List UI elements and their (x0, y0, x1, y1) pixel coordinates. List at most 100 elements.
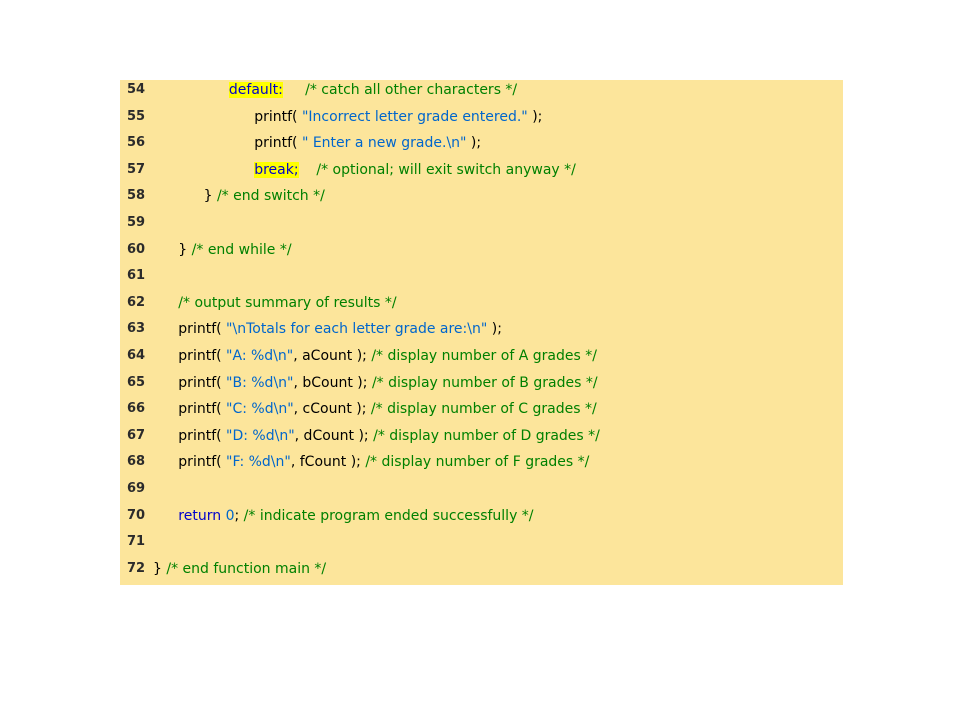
line-number: 58 (127, 188, 146, 204)
code-text: printf( "F: %d\n", fCount ); /* display … (178, 453, 589, 471)
code-token-string: "Incorrect letter grade entered." (301, 108, 528, 125)
code-token-plain: } (203, 188, 217, 205)
code-line: 65 printf( "B: %d\n", bCount ); /* displa… (120, 374, 843, 400)
code-text: printf( " Enter a new grade.\n" ); (254, 134, 481, 152)
code-line: 55 printf( "Incorrect letter grade entere… (120, 108, 843, 134)
line-number: 69 (127, 481, 146, 496)
code-line: 63 printf( "\nTotals for each letter grad… (120, 320, 843, 346)
code-token-plain: ); (466, 135, 482, 152)
code-line: 69 (120, 480, 843, 506)
line-number: 55 (127, 108, 146, 124)
code-token-keyword: return (178, 507, 222, 524)
line-number: 68 (127, 454, 146, 470)
code-token-plain: printf( (178, 348, 227, 364)
code-text: } /* end while */ (178, 241, 291, 259)
code-line: 60} /* end while */ (120, 241, 843, 267)
code-token-comment: /* end switch */ (216, 188, 325, 205)
code-listing-panel: 54 default: /* catch all other characters… (120, 80, 843, 585)
line-number: 54 (127, 82, 146, 97)
code-token-hl-keyword: break; (254, 161, 299, 178)
code-token-comment: /* indicate program ended successfully *… (243, 507, 534, 524)
line-number: 63 (127, 321, 146, 337)
code-token-string: "B: %d\n" (226, 374, 294, 391)
code-text: printf( "D: %d\n", dCount ); /* display … (178, 427, 600, 445)
code-text: printf( "C: %d\n", cCount ); /* display … (178, 400, 596, 418)
line-number: 62 (127, 294, 146, 310)
code-token-number: 0 (225, 507, 235, 524)
code-token-plain: printf( (178, 374, 227, 391)
code-text: } /* end function main */ (153, 560, 326, 578)
line-number: 67 (127, 427, 146, 443)
line-number: 61 (127, 268, 146, 284)
code-token-plain: printf( (178, 454, 227, 471)
code-token-plain: , cCount ); (293, 401, 371, 418)
code-text: return 0; /* indicate program ended succ… (178, 507, 533, 525)
code-line: 72} /* end function main */ (120, 560, 843, 586)
code-line: 61 (120, 267, 843, 293)
code-line: 64 printf( "A: %d\n", aCount ); /* displa… (120, 347, 843, 373)
code-token-string: "\nTotals for each letter grade are:\n" (226, 321, 488, 338)
code-token-plain: printf( (178, 321, 227, 338)
code-token-plain (299, 162, 317, 178)
code-line: 58} /* end switch */ (120, 187, 843, 213)
code-line: 59 (120, 214, 843, 240)
code-token-comment: /* end function main */ (166, 560, 327, 577)
code-token-plain: ; (234, 507, 244, 524)
code-token-comment: /* display number of B grades */ (371, 374, 598, 391)
code-token-plain: printf( (254, 135, 302, 152)
code-token-plain: } (178, 241, 192, 258)
code-text: } /* end switch */ (204, 187, 325, 205)
code-token-hl-keyword: default: (228, 82, 283, 98)
code-line: 70 return 0; /* indicate program ended su… (120, 507, 843, 533)
code-token-plain: printf( (254, 108, 302, 125)
code-line: 62 /* output summary of results */ (120, 294, 843, 320)
code-token-comment: /* catch all other characters */ (305, 82, 518, 98)
code-text: printf( "A: %d\n", aCount ); /* display … (178, 347, 597, 365)
code-token-comment: /* display number of A grades */ (371, 348, 597, 364)
code-token-comment: /* end while */ (191, 241, 292, 258)
line-number: 70 (127, 507, 146, 523)
code-token-comment: /* display number of F grades */ (365, 454, 590, 471)
code-token-string: "A: %d\n" (226, 348, 294, 364)
code-token-comment: /* display number of D grades */ (373, 427, 600, 444)
code-token-plain: printf( (178, 401, 227, 418)
code-token-plain: ); (487, 321, 502, 338)
code-token-string: " Enter a new grade.\n" (301, 135, 467, 152)
code-line: 54 default: /* catch all other characters… (120, 81, 843, 107)
code-line: 56 printf( " Enter a new grade.\n" ); (120, 134, 843, 160)
line-number: 57 (127, 161, 146, 177)
code-line: 57 break; /* optional; will exit switch a… (120, 161, 843, 187)
code-token-plain: printf( (178, 427, 227, 444)
code-token-string: "F: %d\n" (226, 454, 291, 471)
code-token-plain (283, 82, 305, 98)
code-text: printf( "Incorrect letter grade entered.… (254, 108, 542, 126)
code-token-plain: , bCount ); (293, 374, 372, 391)
line-number: 71 (127, 534, 146, 550)
code-token-comment: /* output summary of results */ (178, 294, 397, 311)
line-number: 64 (127, 348, 146, 363)
code-text: printf( "\nTotals for each letter grade … (178, 320, 502, 338)
line-number: 72 (127, 560, 146, 576)
code-token-string: "C: %d\n" (226, 401, 294, 418)
code-text: default: /* catch all other characters *… (228, 81, 518, 99)
code-token-plain: ); (527, 108, 543, 125)
line-number: 56 (127, 135, 146, 151)
code-line: 68 printf( "F: %d\n", fCount ); /* displa… (120, 453, 843, 479)
code-line: 71 (120, 533, 843, 559)
code-text: break; /* optional; will exit switch any… (254, 161, 576, 179)
code-token-plain: , fCount ); (290, 454, 366, 471)
line-number: 66 (127, 401, 146, 417)
code-token-plain: } (153, 560, 167, 577)
line-number: 65 (127, 374, 146, 390)
code-text: printf( "B: %d\n", bCount ); /* display … (178, 374, 597, 392)
code-token-comment: /* optional; will exit switch anyway */ (316, 161, 576, 178)
code-token-comment: /* display number of C grades */ (370, 401, 597, 418)
line-number: 60 (127, 241, 146, 257)
line-number: 59 (127, 215, 146, 230)
code-token-string: "D: %d\n" (226, 427, 295, 444)
code-token-plain: , aCount ); (293, 348, 372, 364)
code-text: /* output summary of results */ (178, 294, 396, 312)
code-token-plain: , dCount ); (294, 427, 374, 444)
code-line: 67 printf( "D: %d\n", dCount ); /* displa… (120, 427, 843, 453)
code-line: 66 printf( "C: %d\n", cCount ); /* displa… (120, 400, 843, 426)
